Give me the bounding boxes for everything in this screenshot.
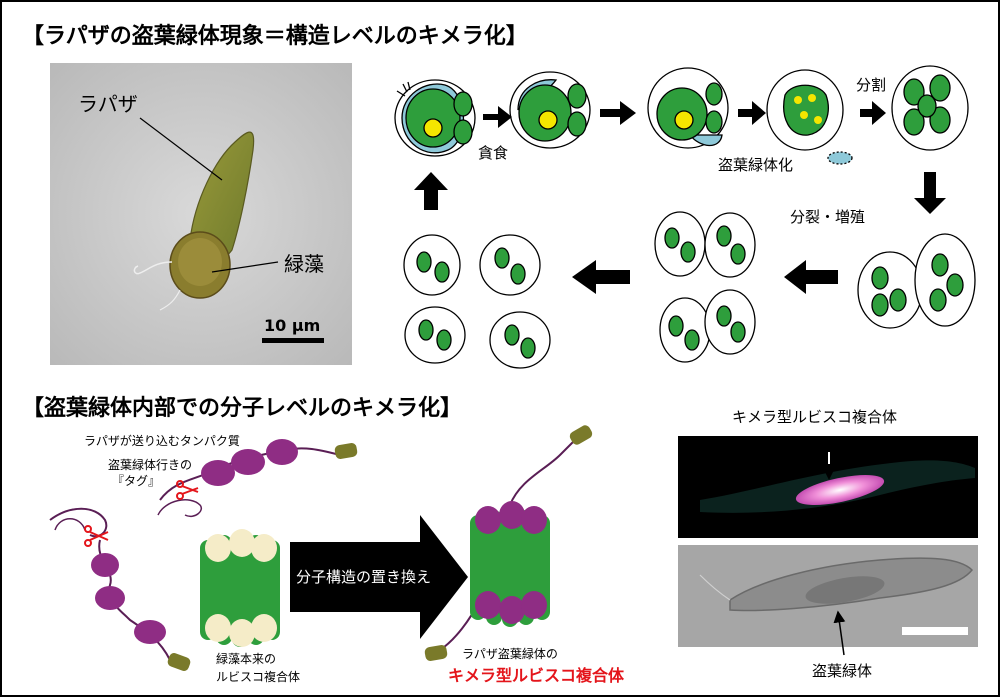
process-cell-pairs <box>654 211 756 363</box>
native-label-line2: ルビスコ複合体 <box>216 670 301 684</box>
step-phagocytosis: 貪食 <box>478 144 509 162</box>
step-kleptoplast: 盗葉緑体化 <box>718 156 794 174</box>
protein-label: ラパザが送り込むタンパク質 <box>84 434 240 448</box>
label-alga: 緑藻 <box>284 252 324 276</box>
arrow-label: 分子構造の置き換え <box>296 568 432 586</box>
molecular-diagram <box>49 425 593 671</box>
process-cell-4 <box>766 69 853 165</box>
scale-bar-label: 10 μm <box>264 316 321 335</box>
rapaza-micrograph <box>50 63 352 365</box>
section2-title: 【盗葉緑体内部での分子レベルのキメラ化】 <box>22 396 463 421</box>
result-label-line2: キメラ型ルビスコ複合体 <box>448 666 625 685</box>
chimeric-rubisco-complex <box>424 425 593 662</box>
native-rubisco-complex <box>200 529 280 647</box>
label-rapaza: ラパザ <box>78 92 138 116</box>
fluorescence-label: キメラ型ルビスコ複合体 <box>732 408 898 426</box>
fluorescence-micrograph <box>678 436 978 538</box>
process-cell-3 <box>647 67 729 149</box>
native-label-line1: 緑藻本来の <box>216 652 277 666</box>
process-cell-5 <box>891 65 969 151</box>
kleptoplasty-process <box>394 65 976 369</box>
process-cell-1 <box>394 79 476 157</box>
step-proliferation: 分裂・増殖 <box>790 208 866 226</box>
tag-label-line1: 盗葉緑体行きの <box>108 458 193 472</box>
tag-label-line2: 『タグ』 <box>112 474 161 488</box>
section1-title: 【ラパザの盗葉緑体現象＝構造レベルのキメラ化】 <box>22 24 528 49</box>
scissors-icon <box>176 480 199 500</box>
process-arrows <box>414 101 946 294</box>
scissors-icon <box>84 525 109 547</box>
process-cell-four <box>403 234 551 369</box>
brightfield-label: 盗葉緑体 <box>812 662 873 680</box>
step-division: 分割 <box>856 76 887 94</box>
brightfield-micrograph <box>678 545 978 656</box>
process-cell-2 <box>509 71 591 149</box>
result-label-line1: ラパザ盗葉緑体の <box>462 647 558 661</box>
process-cell-divided <box>857 233 976 329</box>
